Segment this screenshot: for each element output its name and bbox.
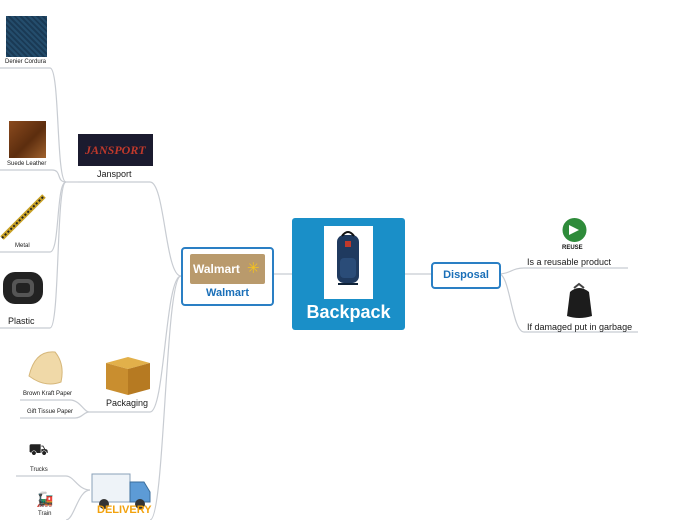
tissue-label[interactable]: Gift Tissue Paper bbox=[27, 409, 74, 415]
reuse-logo: REUSE bbox=[560, 216, 589, 254]
garbage-label[interactable]: If damaged put in garbage bbox=[527, 322, 633, 332]
delivery-logo-text: DELIVERY bbox=[97, 504, 152, 516]
disposal-label: Disposal bbox=[443, 269, 489, 281]
denier-label[interactable]: Denier Cordura bbox=[5, 59, 47, 65]
reuse-logo-text: REUSE bbox=[562, 245, 583, 251]
plastic-label[interactable]: Plastic bbox=[8, 316, 35, 326]
garbage-bag-image bbox=[562, 282, 597, 320]
walmart-label: Walmart bbox=[206, 287, 249, 299]
suede-label[interactable]: Suede Leather bbox=[7, 161, 47, 167]
reuse-label[interactable]: Is a reusable product bbox=[527, 257, 612, 267]
trucks-label[interactable]: Trucks bbox=[30, 467, 48, 473]
root-node[interactable]: Backpack bbox=[292, 218, 405, 330]
backpack-image bbox=[324, 226, 373, 299]
walmart-logo-text: Walmart bbox=[193, 262, 240, 276]
spark-icon: ✳ bbox=[247, 260, 260, 277]
plastic-buckle-image bbox=[0, 264, 48, 312]
metal-label[interactable]: Metal bbox=[15, 243, 30, 249]
kraft-paper-image bbox=[25, 346, 69, 388]
delivery-truck-image: DELIVERY bbox=[90, 468, 152, 520]
jansport-logo-text: JANSPORT bbox=[85, 143, 146, 157]
cordura-fabric-image bbox=[6, 16, 47, 57]
jansport-label[interactable]: Jansport bbox=[97, 169, 132, 179]
train-icon: 🚂 bbox=[36, 491, 54, 507]
disposal-node[interactable]: Disposal bbox=[431, 262, 501, 289]
walmart-node[interactable]: Walmart ✳ Walmart bbox=[181, 247, 274, 306]
walmart-logo: Walmart ✳ bbox=[190, 254, 265, 284]
suede-leather-image bbox=[9, 121, 46, 158]
packaging-label[interactable]: Packaging bbox=[106, 398, 149, 408]
truck-icon: ⛟ bbox=[28, 442, 49, 459]
root-label: Backpack bbox=[306, 302, 391, 322]
kraft-label[interactable]: Brown Kraft Paper bbox=[23, 391, 73, 397]
train-label[interactable]: Train bbox=[38, 511, 52, 517]
jansport-logo: JANSPORT bbox=[78, 134, 153, 166]
box-image bbox=[104, 353, 152, 397]
zipper-image bbox=[0, 192, 47, 241]
